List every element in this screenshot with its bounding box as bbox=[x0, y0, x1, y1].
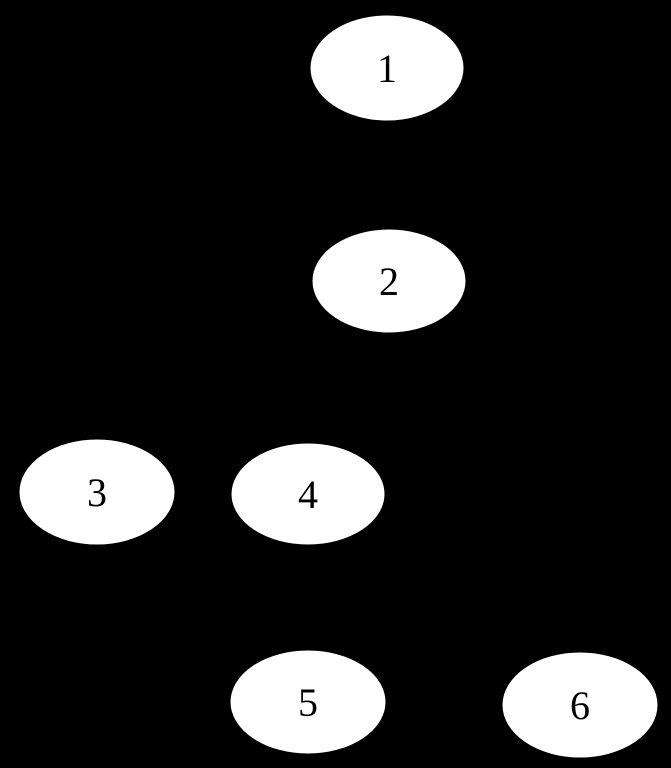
node-3-shape bbox=[19, 439, 175, 545]
node-4: 4 bbox=[231, 443, 385, 545]
node-2: 2 bbox=[312, 229, 466, 333]
node-6-label: 6 bbox=[570, 683, 590, 728]
node-5: 5 bbox=[230, 650, 386, 754]
node-2-shape bbox=[312, 229, 466, 333]
node-3: 3 bbox=[19, 439, 175, 545]
node-6-shape bbox=[502, 652, 658, 758]
node-1-label: 1 bbox=[377, 46, 397, 91]
node-1: 1 bbox=[310, 15, 464, 121]
node-3-label: 3 bbox=[87, 470, 107, 515]
node-4-shape bbox=[231, 443, 385, 545]
node-5-shape bbox=[230, 650, 386, 754]
node-5-label: 5 bbox=[298, 680, 318, 725]
node-2-label: 2 bbox=[379, 259, 399, 304]
node-1-shape bbox=[310, 15, 464, 121]
node-4-label: 4 bbox=[298, 472, 318, 517]
node-6: 6 bbox=[502, 652, 658, 758]
